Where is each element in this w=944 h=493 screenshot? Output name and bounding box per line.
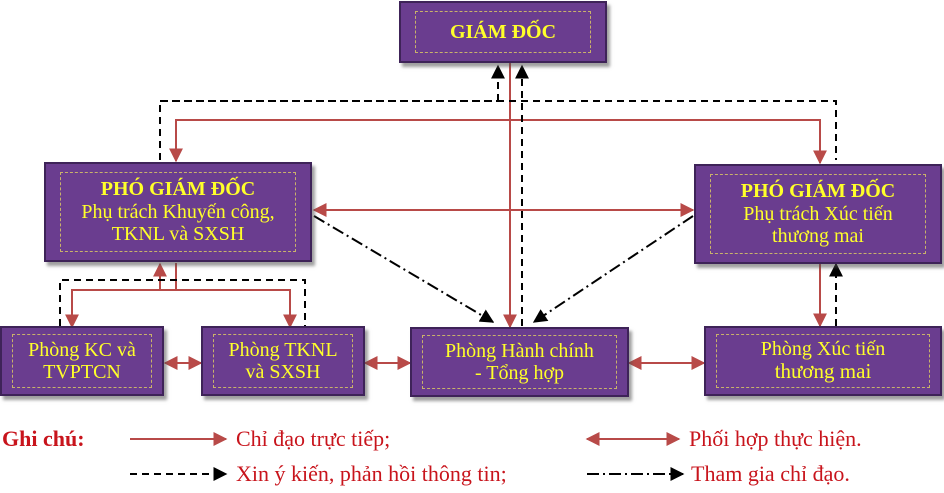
deputy-right-box: PHÓ GIÁM ĐỐC Phụ trách Xúc tiến thương m… bbox=[694, 164, 942, 264]
deputies-feedback-loop bbox=[159, 100, 837, 160]
dept-trade-line1: Phòng Xúc tiến bbox=[760, 338, 886, 361]
deputy-left-line1: Phụ trách Khuyến công, bbox=[81, 200, 275, 223]
dept-kc-line1: Phòng KC và bbox=[28, 338, 136, 361]
dept-kc-line2: TVPTCN bbox=[43, 361, 121, 383]
dept-admin-line1: Phòng Hành chính bbox=[445, 339, 594, 362]
legend-participate-label: Tham gia chỉ đạo. bbox=[691, 461, 850, 486]
dept-trade-line2: thương mai bbox=[774, 359, 872, 384]
deputy-left-participate-line bbox=[313, 215, 495, 323]
dept-tknl-box: Phòng TKNL và SXSH bbox=[201, 326, 365, 396]
deputy-left-to-depts-line bbox=[71, 263, 291, 326]
deputy-right-line1: Phụ trách Xúc tiến bbox=[743, 202, 893, 225]
dept-tknl-line2: và SXSH bbox=[245, 361, 321, 383]
deputy-left-line2: TKNL và SXSH bbox=[111, 223, 245, 246]
director-title: GIÁM ĐỐC bbox=[449, 20, 557, 43]
deputy-left-box: PHÓ GIÁM ĐỐC Phụ trách Khuyến công, TKNL… bbox=[44, 162, 312, 262]
dept-tknl-line1: Phòng TKNL bbox=[228, 338, 338, 361]
deputy-left-title: PHÓ GIÁM ĐỐC bbox=[100, 178, 256, 201]
legend-coordinate-label: Phối hợp thực hiện. bbox=[689, 426, 862, 451]
depts-feedback-line bbox=[59, 279, 306, 326]
dept-kc-box: Phòng KC và TVPTCN bbox=[0, 326, 164, 396]
director-to-deputies-line bbox=[175, 63, 821, 162]
legend-feedback-label: Xin ý kiến, phản hồi thông tin; bbox=[236, 461, 507, 486]
director-box: GIÁM ĐỐC bbox=[399, 1, 607, 63]
deputy-right-participate-line bbox=[532, 215, 694, 323]
dept-admin-line2: - Tổng hợp bbox=[474, 362, 565, 384]
deputy-right-line2: thương mai bbox=[772, 225, 864, 248]
legend-direct-label: Chỉ đạo trực tiếp; bbox=[236, 426, 391, 451]
dept-admin-box: Phòng Hành chính - Tổng hợp bbox=[410, 327, 629, 397]
legend-heading: Ghi chú: bbox=[2, 426, 85, 451]
dept-trade-box: Phòng Xúc tiến thương mai bbox=[704, 326, 942, 396]
deputy-right-title: PHÓ GIÁM ĐỐC bbox=[740, 180, 896, 203]
